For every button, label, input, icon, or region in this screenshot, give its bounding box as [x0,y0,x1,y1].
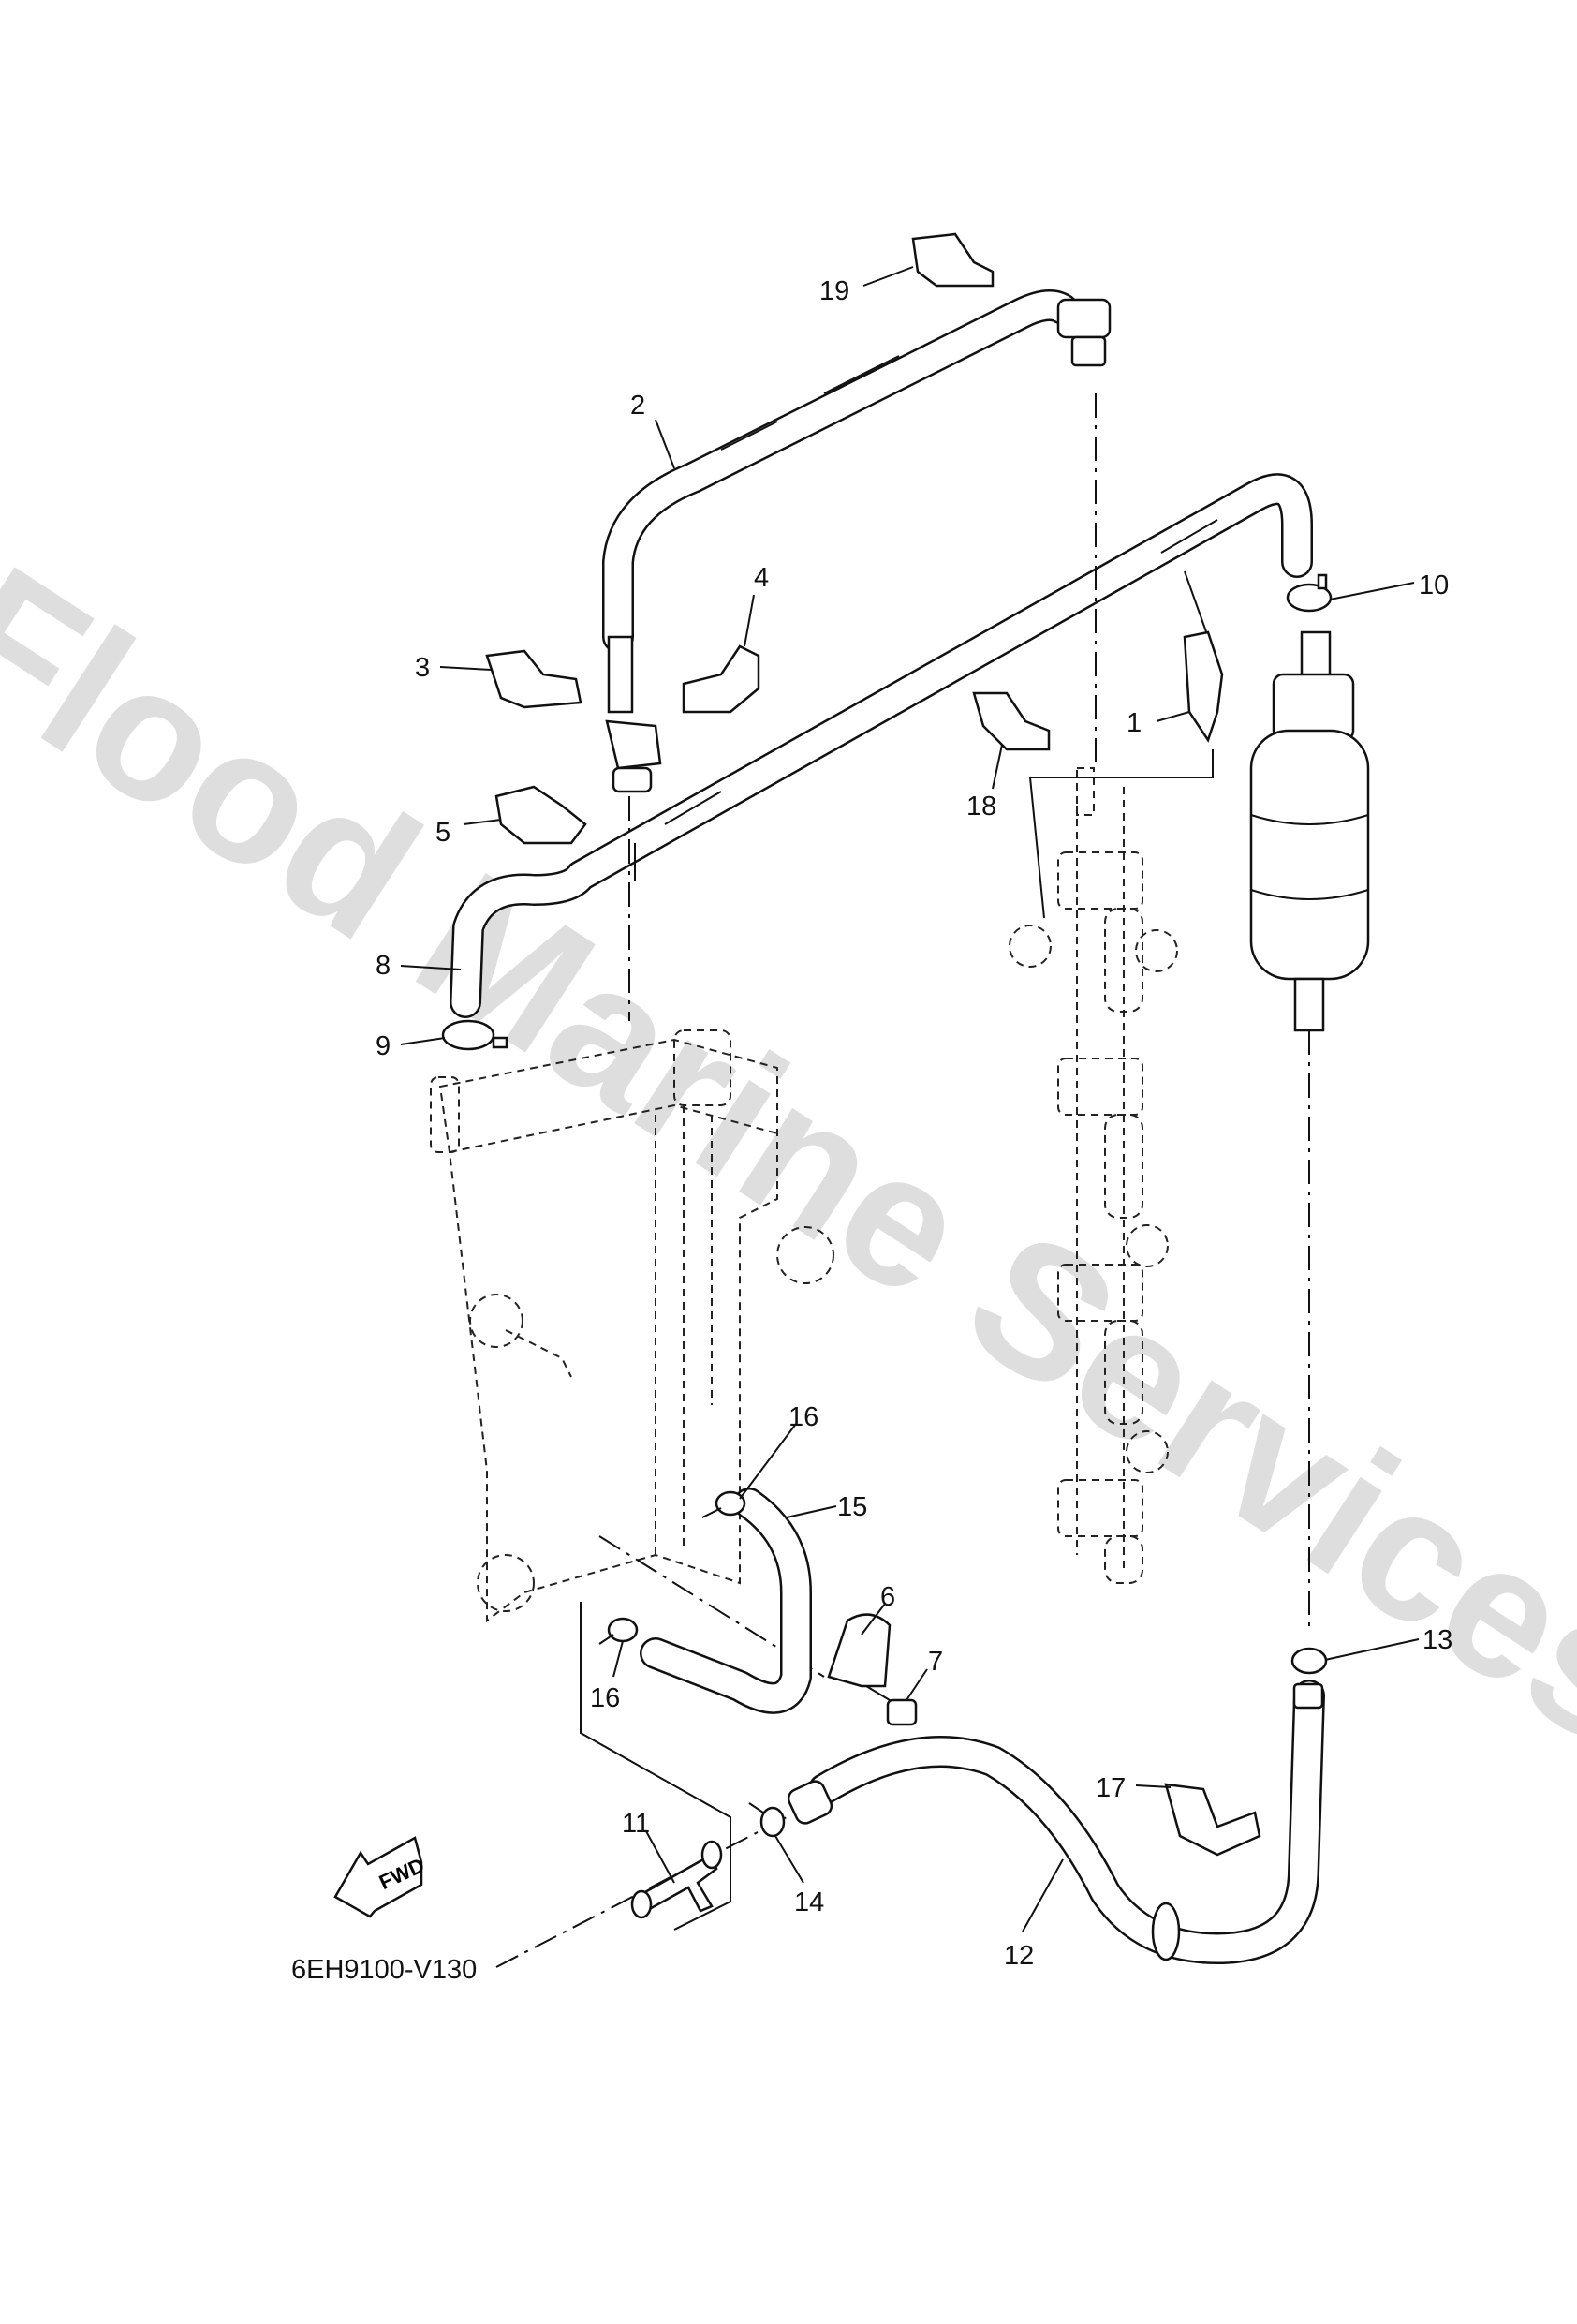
joint-11 [630,1840,723,1919]
vapor-separator-ghost [430,1029,834,1622]
callout-4: 4 [754,563,769,593]
elbow-fitting [1056,298,1112,339]
callout-2: 2 [630,391,645,421]
hose-8 [450,473,1313,1018]
callout-5: 5 [435,818,450,848]
fuel-filter [1249,630,1370,1032]
bracket-6 [827,1613,892,1688]
clamp-16-lower [598,1617,639,1645]
clip-17 [1164,1783,1261,1857]
callout-18: 18 [966,792,996,822]
callout-17: 17 [1096,1773,1126,1803]
hose-connector [607,635,634,714]
diagram-code: 6EH9100-V130 [291,1955,477,1985]
clamp-9 [441,1019,508,1051]
hose-2 [602,289,1112,653]
bolt-7 [865,1685,918,1726]
leader-lines [400,266,1420,1932]
assembly-centerlines [495,393,1310,1968]
forward-direction-arrow: FWD [333,1836,428,1918]
callout-12: 12 [1004,1941,1034,1971]
callout-7: 7 [928,1647,943,1677]
clip-1 [1183,630,1224,743]
clip-5 [494,785,587,845]
clip-18 [972,691,1051,751]
clamp-16-upper [701,1490,746,1518]
clamp-13 [1290,1647,1328,1675]
callout-8: 8 [376,951,391,981]
callout-6: 6 [880,1582,895,1612]
clip-19 [911,232,995,288]
callout-labels: 19 2 3 4 10 1 18 5 8 9 16 15 6 7 16 13 1… [376,276,1452,1971]
hose-12 [787,1680,1325,1964]
callout-16-lower: 16 [590,1683,620,1713]
callout-9: 9 [376,1031,391,1061]
callout-16-upper: 16 [788,1402,818,1432]
callout-11: 11 [622,1809,650,1839]
clamp-14 [748,1802,786,1838]
clip-3 [485,649,582,709]
callout-3: 3 [415,653,430,683]
callout-10: 10 [1419,570,1449,600]
clip-4 [682,644,760,714]
callout-19: 19 [819,276,849,306]
callout-1: 1 [1127,708,1142,738]
callout-14: 14 [794,1887,824,1917]
hose-15 [640,1488,812,1714]
callout-15: 15 [837,1492,867,1522]
callout-13: 13 [1422,1625,1452,1655]
clamp-10 [1286,573,1333,613]
fuel-rail-ghost [1009,767,1178,1584]
